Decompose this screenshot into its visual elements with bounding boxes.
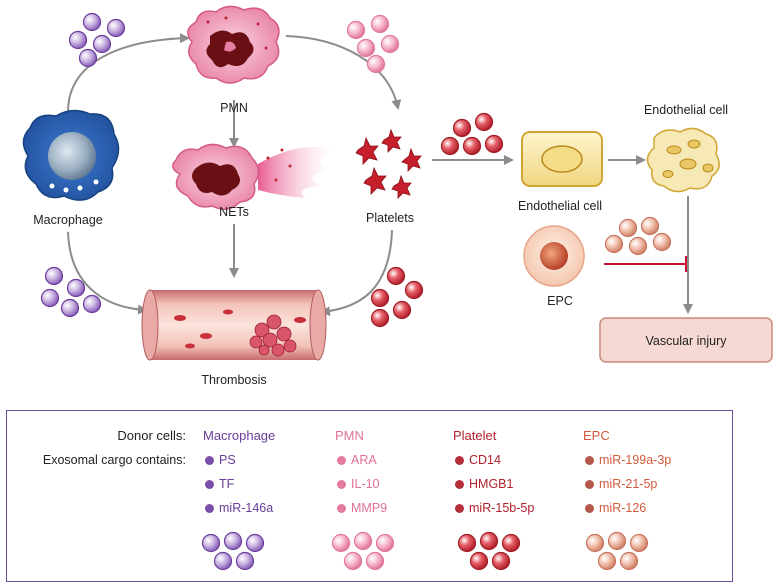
cargo-item: miR-199a-3p xyxy=(585,453,671,467)
nets-label: NETs xyxy=(219,205,249,219)
cargo-item: miR-15b-5p xyxy=(455,501,534,515)
cargo-item: MMP9 xyxy=(337,501,387,515)
pmn-exosome-swatch xyxy=(331,531,395,571)
cargo-text: MMP9 xyxy=(351,501,388,515)
thrombosis-vessel xyxy=(141,289,327,361)
pmn-exosomes xyxy=(346,14,400,74)
macrophage-exosomes-bottom xyxy=(40,266,102,318)
cargo-text: IL-10 xyxy=(351,477,380,491)
endothelial-cell-top-label: Endothelial cell xyxy=(644,103,728,117)
cargo-item: miR-146a xyxy=(205,501,273,515)
cargo-text: miR-199a-3p xyxy=(599,453,672,467)
bullet-icon xyxy=(455,480,464,489)
bullet-icon xyxy=(205,480,214,489)
endothelial-cell-label: Endothelial cell xyxy=(518,199,602,213)
vascular-injury-label: Vascular injury xyxy=(645,334,727,348)
bullet-icon xyxy=(205,456,214,465)
arrow-pmn-to-platelets xyxy=(285,35,402,110)
platelets-label: Platelets xyxy=(366,211,414,225)
cargo-text: miR-146a xyxy=(219,501,274,515)
donor-macrophage: Macrophage xyxy=(203,428,276,443)
damaged-endothelial-cell xyxy=(646,127,720,193)
platelet-exosome-swatch xyxy=(457,531,521,571)
arrows xyxy=(67,33,693,317)
platelet-exosomes-bottom xyxy=(370,266,424,328)
arrow-macrophage-to-thrombosis xyxy=(67,231,148,315)
platelet-exosomes-right xyxy=(440,112,504,156)
nets-cell xyxy=(172,143,334,210)
bullet-icon xyxy=(337,504,346,513)
epc-exosomes xyxy=(604,216,672,256)
cargo-item: miR-126 xyxy=(585,501,646,515)
thrombosis-label: Thrombosis xyxy=(201,373,266,387)
epc-exosome-swatch xyxy=(585,531,649,571)
donor-pmn: PMN xyxy=(335,428,364,443)
bullet-icon xyxy=(585,480,594,489)
cargo-text: miR-21-5p xyxy=(599,477,658,491)
cargo-item: miR-21-5p xyxy=(585,477,657,491)
clot xyxy=(249,314,297,357)
macrophage-label: Macrophage xyxy=(33,213,103,227)
arrow-platelets-to-thrombosis xyxy=(320,229,393,317)
cargo-label: Exosomal cargo contains: xyxy=(42,453,186,467)
donor-cells-label: Donor cells: xyxy=(117,428,186,443)
cargo-text: miR-15b-5p xyxy=(469,501,535,515)
cargo-text: CD14 xyxy=(469,453,501,467)
macrophage-exosomes-top xyxy=(68,12,126,68)
cargo-text: HMGB1 xyxy=(469,477,514,491)
bullet-icon xyxy=(337,456,346,465)
cargo-item: HMGB1 xyxy=(455,477,513,491)
cargo-item: PS xyxy=(205,453,236,467)
cargo-item: IL-10 xyxy=(337,477,380,491)
donor-epc: EPC xyxy=(583,428,610,443)
bullet-icon xyxy=(205,504,214,513)
macrophage-exosome-swatch xyxy=(201,531,265,571)
epc-label: EPC xyxy=(547,294,573,308)
bullet-icon xyxy=(455,504,464,513)
endothelial-cell xyxy=(521,131,603,187)
cargo-text: ARA xyxy=(351,453,377,467)
bullet-icon xyxy=(455,456,464,465)
epc-cell xyxy=(523,225,585,287)
cargo-text: PS xyxy=(219,453,236,467)
diagram-canvas: Vascular injury PMN Macrophage NETs Plat… xyxy=(22,5,773,387)
arrow-macrophage-to-pmn xyxy=(67,33,190,113)
cargo-item: CD14 xyxy=(455,453,501,467)
bullet-icon xyxy=(337,480,346,489)
cargo-text: TF xyxy=(219,477,235,491)
cargo-item: ARA xyxy=(337,453,377,467)
bullet-icon xyxy=(585,504,594,513)
macrophage-cell xyxy=(22,109,120,201)
cargo-item: TF xyxy=(205,477,234,491)
pmn-cell xyxy=(187,5,280,84)
donor-platelet: Platelet xyxy=(453,428,497,443)
pmn-label: PMN xyxy=(220,101,248,115)
platelets-cells xyxy=(355,128,422,199)
bullet-icon xyxy=(585,456,594,465)
inhibition-line xyxy=(604,256,687,272)
legend-box: Donor cells: Exosomal cargo contains: Ma… xyxy=(6,410,733,582)
vascular-injury-box: Vascular injury xyxy=(599,317,773,363)
cargo-text: miR-126 xyxy=(599,501,647,515)
